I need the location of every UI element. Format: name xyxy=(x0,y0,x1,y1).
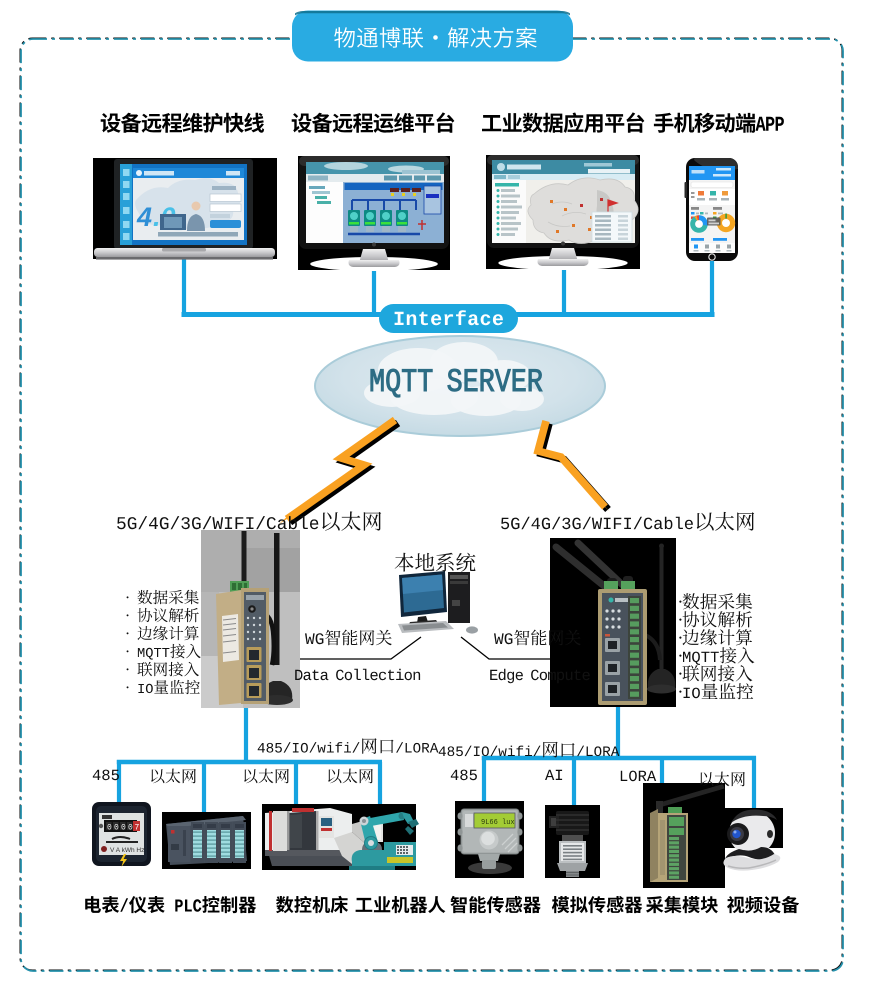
svg-text:4: 4 xyxy=(136,202,152,232)
svg-text:0: 0 xyxy=(114,824,119,833)
svg-text:0: 0 xyxy=(128,824,133,833)
svg-text:0: 0 xyxy=(121,824,126,833)
svg-text:9L66 lux: 9L66 lux xyxy=(481,819,515,827)
svg-text:0: 0 xyxy=(107,824,112,833)
svg-text:7: 7 xyxy=(135,824,140,833)
svg-text:V A kWh Hz: V A kWh Hz xyxy=(110,847,144,854)
